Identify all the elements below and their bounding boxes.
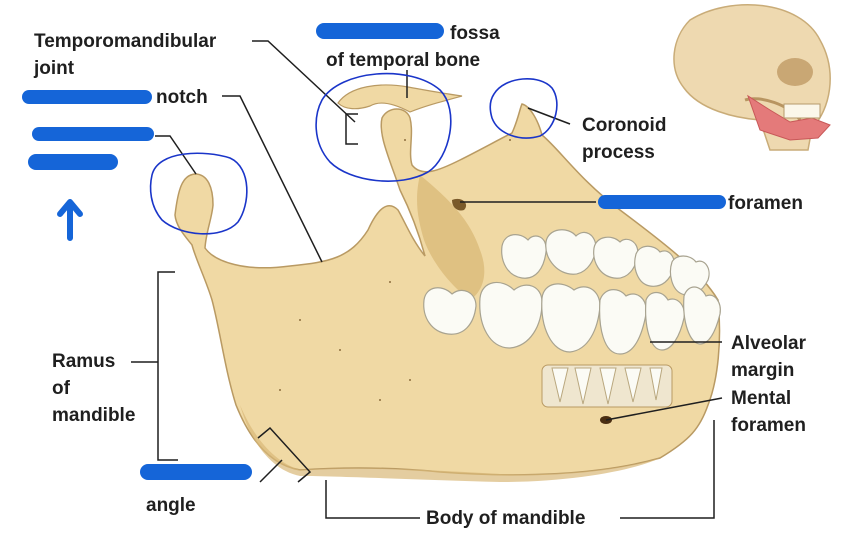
temporal-bone-fragment (338, 85, 462, 112)
label-mental-foramen: Mental foramen (731, 385, 806, 439)
label-body-of-mandible: Body of mandible (426, 505, 585, 532)
angle-leader (260, 460, 282, 482)
up-arrow-icon (60, 202, 80, 238)
redaction-condyle-1 (32, 127, 154, 141)
label-alveolar-margin: Alveolar margin (731, 330, 806, 384)
redaction-condyle-2 (28, 154, 118, 170)
label-fossa: fossa of temporal bone (326, 20, 500, 74)
redaction-foramen (598, 195, 726, 209)
notch-leader (222, 96, 322, 262)
label-temporomandibular-joint: Temporomandibular joint (34, 28, 216, 82)
redaction-angle (140, 464, 252, 480)
redaction-notch (22, 90, 152, 104)
skull-thumbnail (674, 5, 830, 150)
label-foramen: foramen (728, 190, 803, 217)
label-notch: notch (156, 84, 208, 111)
label-ramus-of-mandible: Ramus of mandible (52, 348, 135, 429)
label-angle: angle (146, 492, 196, 519)
label-coronoid-process: Coronoid process (582, 112, 666, 166)
ramus-bracket (158, 272, 178, 460)
